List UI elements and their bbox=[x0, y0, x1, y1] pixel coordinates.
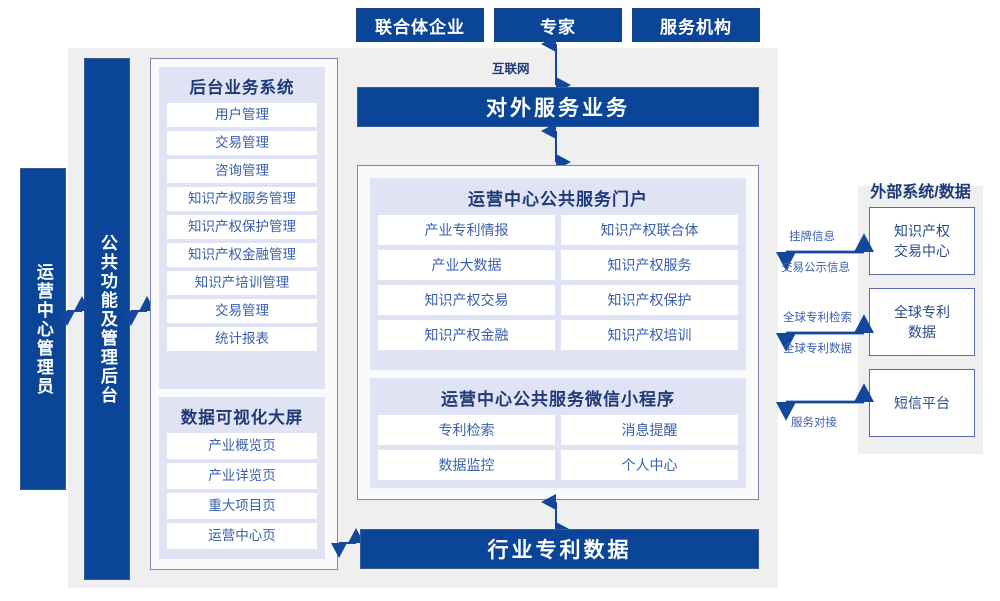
connector-label-global-patent-data: 全球专利数据 bbox=[783, 343, 852, 355]
portal-title: 运营中心公共服务门户 bbox=[468, 190, 648, 209]
list-item[interactable]: 重大项目页 bbox=[167, 493, 317, 519]
backoffice-title: 后台业务系统 bbox=[189, 79, 295, 97]
global-patent-connector-arrow bbox=[776, 314, 874, 352]
portal-cell[interactable]: 知识产权培训 bbox=[561, 320, 738, 350]
backoffice-group-panel: 后台业务系统 用户管理 交易管理 咨询管理 知识产权服务管理 知识产权保护管理 … bbox=[150, 58, 338, 570]
external-box-ip-exchange[interactable]: 知识产权交易中心 bbox=[869, 207, 975, 275]
dashboard-card: 数据可视化大屏 产业概览页 产业详览页 重大项目页 运营中心页 bbox=[159, 397, 325, 559]
list-item[interactable]: 用户管理 bbox=[167, 103, 317, 127]
list-item[interactable]: 知识产权保护管理 bbox=[167, 215, 317, 239]
portal-card: 运营中心公共服务门户 产业专利情报 知识产权联合体 产业大数据 知识产权服务 知… bbox=[370, 178, 746, 370]
list-item[interactable]: 统计报表 bbox=[167, 327, 317, 351]
backoffice-item-list: 用户管理 交易管理 咨询管理 知识产权服务管理 知识产权保护管理 知识产权金融管… bbox=[159, 103, 325, 359]
actor-box-service-org[interactable]: 服务机构 bbox=[632, 8, 760, 42]
list-item[interactable]: 知识产权金融管理 bbox=[167, 243, 317, 267]
portal-group-panel: 运营中心公共服务门户 产业专利情报 知识产权联合体 产业大数据 知识产权服务 知… bbox=[357, 165, 759, 500]
portal-cell[interactable]: 产业专利情报 bbox=[378, 215, 555, 245]
list-item[interactable]: 咨询管理 bbox=[167, 159, 317, 183]
portal-cell[interactable]: 知识产权联合体 bbox=[561, 215, 738, 245]
backoffice-card: 后台业务系统 用户管理 交易管理 咨询管理 知识产权服务管理 知识产权保护管理 … bbox=[159, 67, 325, 389]
actor-box-consortium[interactable]: 联合体企业 bbox=[356, 8, 484, 42]
vertical-bar-operation-admin[interactable]: 运营中心管理员 bbox=[20, 168, 66, 490]
external-systems-title: 外部系统/数据 bbox=[870, 184, 971, 201]
industry-patent-data-bar[interactable]: 行业专利数据 bbox=[360, 529, 759, 569]
vertical-bar-public-function[interactable]: 公共功能及管理后台 bbox=[84, 58, 130, 580]
portal-cell[interactable]: 产业大数据 bbox=[378, 250, 555, 280]
portal-cell[interactable]: 知识产权交易 bbox=[378, 285, 555, 315]
miniprogram-title: 运营中心公共服务微信小程序 bbox=[441, 390, 675, 409]
connector-label-global-patent-search: 全球专利检索 bbox=[783, 312, 852, 324]
dashboard-title: 数据可视化大屏 bbox=[180, 409, 304, 427]
miniprogram-cell-grid: 专利检索 消息提醒 数据监控 个人中心 bbox=[370, 415, 746, 488]
list-item[interactable]: 知识产培训管理 bbox=[167, 271, 317, 295]
portal-cell[interactable]: 知识产权服务 bbox=[561, 250, 738, 280]
list-item[interactable]: 交易管理 bbox=[167, 299, 317, 323]
external-box-label: 全球专利数据 bbox=[894, 303, 950, 340]
miniprogram-cell[interactable]: 专利检索 bbox=[378, 415, 555, 445]
list-item[interactable]: 知识产权服务管理 bbox=[167, 187, 317, 211]
miniprogram-cell[interactable]: 消息提醒 bbox=[561, 415, 738, 445]
miniprogram-cell[interactable]: 个人中心 bbox=[561, 450, 738, 480]
external-box-label: 知识产权交易中心 bbox=[894, 222, 950, 259]
portal-cell[interactable]: 知识产权保护 bbox=[561, 285, 738, 315]
service-to-portal-arrow bbox=[541, 123, 571, 170]
actor-box-expert[interactable]: 专家 bbox=[494, 8, 622, 42]
external-service-bar[interactable]: 对外服务业务 bbox=[357, 87, 759, 127]
list-item[interactable]: 产业详览页 bbox=[167, 463, 317, 489]
dashboard-to-industry-data-arrow bbox=[331, 528, 364, 558]
list-item[interactable]: 交易管理 bbox=[167, 131, 317, 155]
sms-platform-connector-arrow bbox=[776, 383, 874, 421]
dashboard-item-list: 产业概览页 产业详览页 重大项目页 运营中心页 bbox=[159, 433, 325, 557]
portal-cell-grid: 产业专利情报 知识产权联合体 产业大数据 知识产权服务 知识产权交易 知识产权保… bbox=[370, 215, 746, 358]
ip-exchange-connector-arrow bbox=[776, 233, 874, 271]
list-item[interactable]: 运营中心页 bbox=[167, 523, 317, 549]
external-box-sms-platform[interactable]: 短信平台 bbox=[869, 369, 975, 437]
admin-to-platform-arrow bbox=[59, 296, 90, 326]
list-item[interactable]: 产业概览页 bbox=[167, 433, 317, 459]
portal-to-industry-data-arrow bbox=[541, 494, 571, 538]
internet-label: 互联网 bbox=[492, 62, 530, 76]
connector-label-trade-public-info: 交易公示信息 bbox=[781, 262, 850, 274]
external-box-global-patent[interactable]: 全球专利数据 bbox=[869, 288, 975, 356]
external-box-label: 短信平台 bbox=[894, 394, 950, 411]
miniprogram-cell[interactable]: 数据监控 bbox=[378, 450, 555, 480]
connector-label-listing-info: 挂牌信息 bbox=[789, 231, 835, 243]
portal-cell[interactable]: 知识产权金融 bbox=[378, 320, 555, 350]
connector-label-service-docking: 服务对接 bbox=[791, 417, 837, 429]
platform-to-backoffice-arrow bbox=[123, 296, 155, 326]
miniprogram-card: 运营中心公共服务微信小程序 专利检索 消息提醒 数据监控 个人中心 bbox=[370, 378, 746, 488]
internet-connector-arrow bbox=[541, 36, 571, 93]
